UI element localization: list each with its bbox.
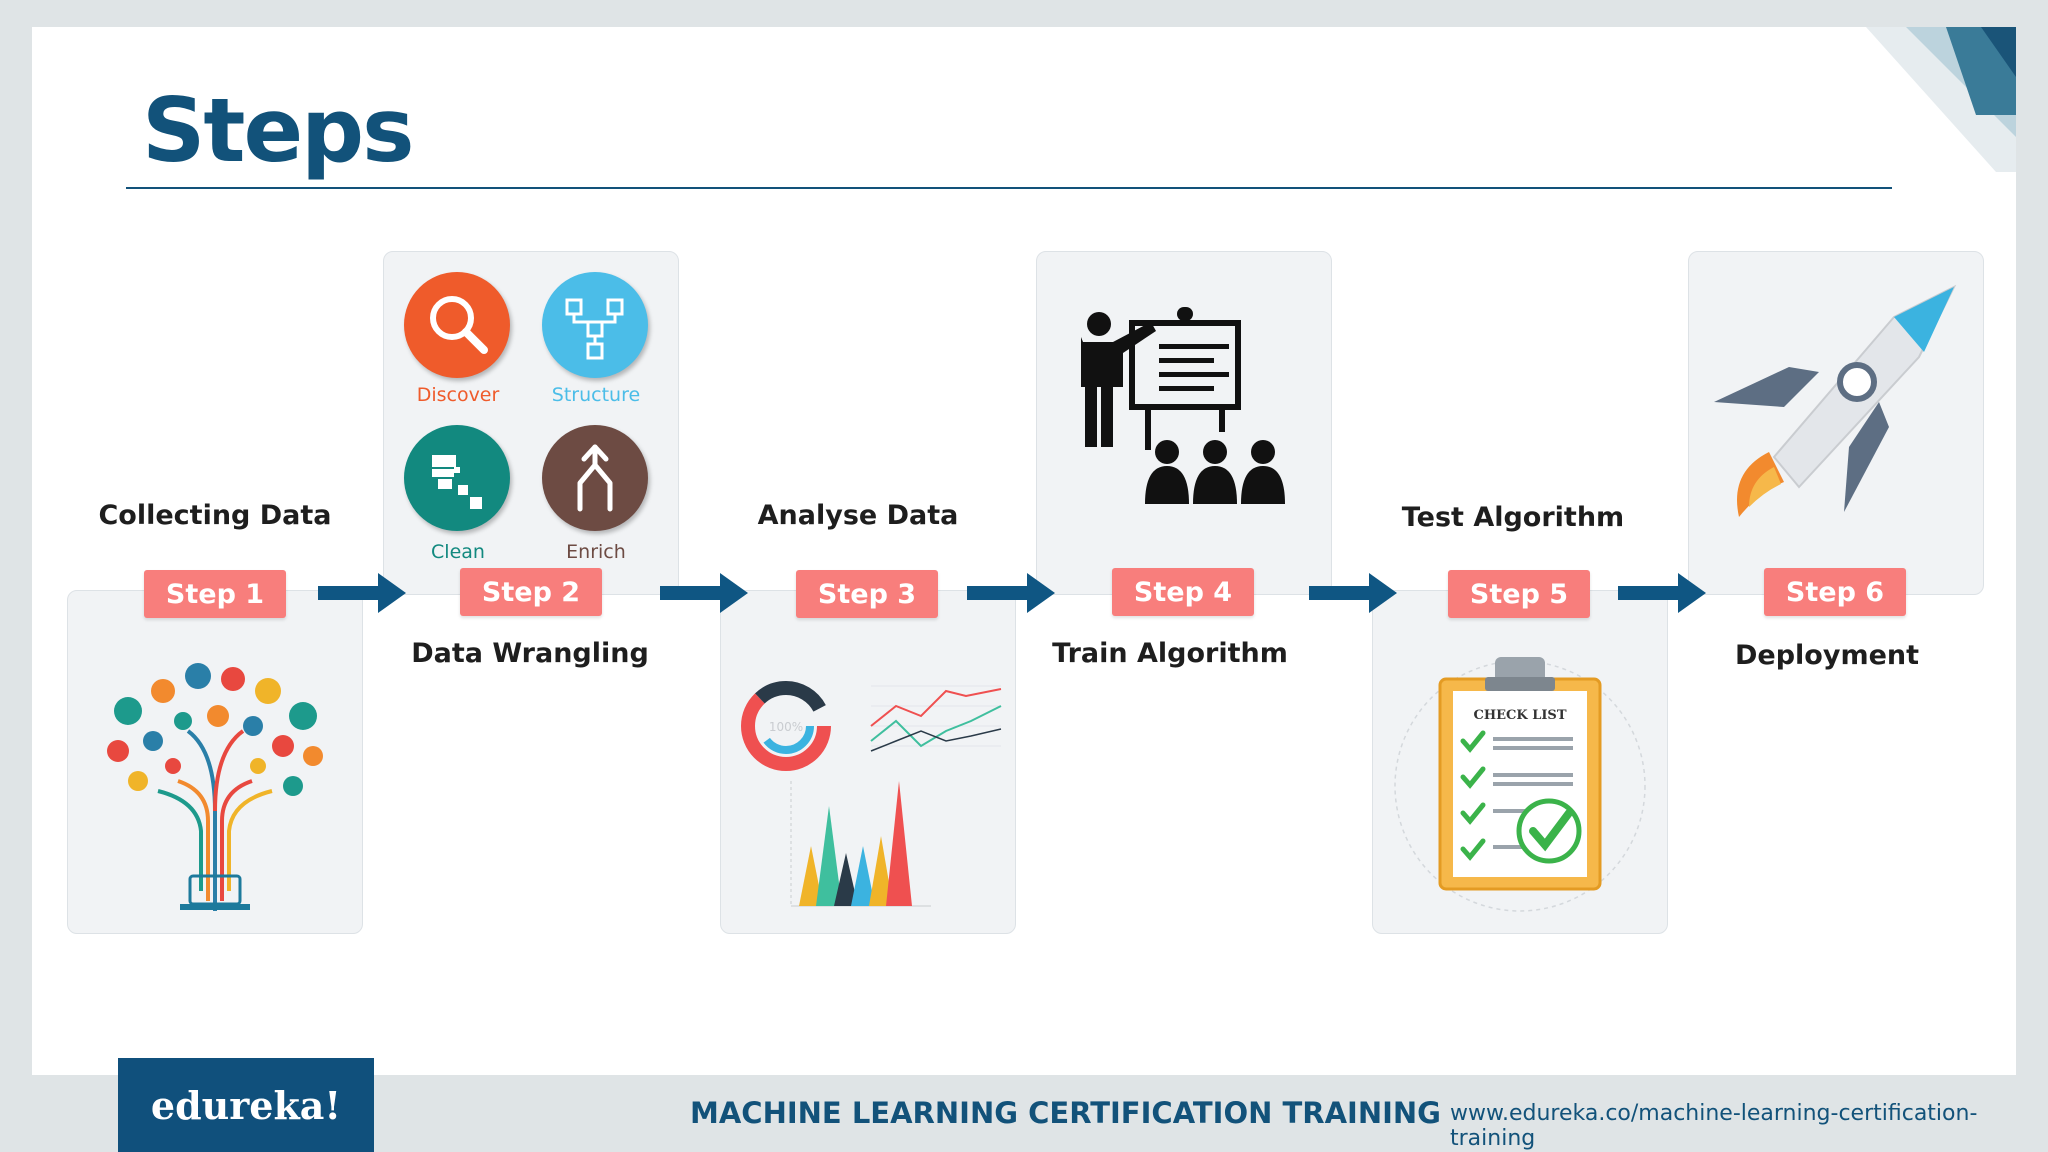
structure-icon — [542, 272, 648, 378]
clean-label: Clean — [431, 541, 485, 563]
step1-card — [67, 590, 363, 934]
edureka-logo: edureka! — [118, 1058, 374, 1152]
enrich-icon — [542, 425, 648, 531]
discover-label: Discover — [416, 384, 500, 406]
step6-label: Deployment — [1734, 640, 1920, 671]
step3-card: 100% — [720, 590, 1016, 934]
course-title: MACHINE LEARNING CERTIFICATION TRAINING — [690, 1096, 1441, 1130]
arrow-1-2-icon — [318, 573, 406, 613]
rocket-icon — [1714, 284, 1957, 517]
page-title: Steps — [142, 79, 414, 182]
checklist-title: CHECK LIST — [1474, 708, 1567, 723]
analytics-illustration: 100% — [741, 681, 1002, 907]
arrow-3-4-icon — [967, 573, 1055, 613]
donut-label: 100% — [769, 720, 803, 734]
arrow-4-5-icon — [1309, 573, 1397, 613]
step6-badge: Step 6 — [1764, 568, 1906, 616]
title-divider — [126, 187, 1892, 189]
clean-icon — [404, 425, 510, 531]
discover-icon — [404, 272, 510, 378]
structure-label: Structure — [551, 384, 641, 406]
arrow-5-6-icon — [1618, 573, 1706, 613]
step2-label: Data Wrangling — [411, 638, 649, 669]
step3-label: Analyse Data — [757, 500, 959, 531]
step1-label: Collecting Data — [98, 500, 332, 531]
step4-card — [1036, 251, 1332, 595]
course-url[interactable]: www.edureka.co/machine-learning-certific… — [1450, 1101, 1978, 1151]
data-tree-illustration — [107, 663, 323, 911]
step5-card: CHECK LIST — [1372, 590, 1668, 934]
enrich-label: Enrich — [566, 541, 626, 563]
step3-badge: Step 3 — [796, 570, 938, 618]
step5-label: Test Algorithm — [1401, 502, 1625, 533]
step2-badge: Step 2 — [460, 568, 602, 616]
checklist-illustration: CHECK LIST — [1394, 657, 1646, 912]
step4-badge: Step 4 — [1112, 568, 1254, 616]
step4-label: Train Algorithm — [1052, 638, 1288, 669]
presentation-icon — [1081, 307, 1285, 504]
corner-decoration — [1866, 27, 2016, 172]
arrow-2-3-icon — [660, 573, 748, 613]
step5-badge: Step 5 — [1448, 570, 1590, 618]
step6-card — [1688, 251, 1984, 595]
step1-badge: Step 1 — [144, 570, 286, 618]
